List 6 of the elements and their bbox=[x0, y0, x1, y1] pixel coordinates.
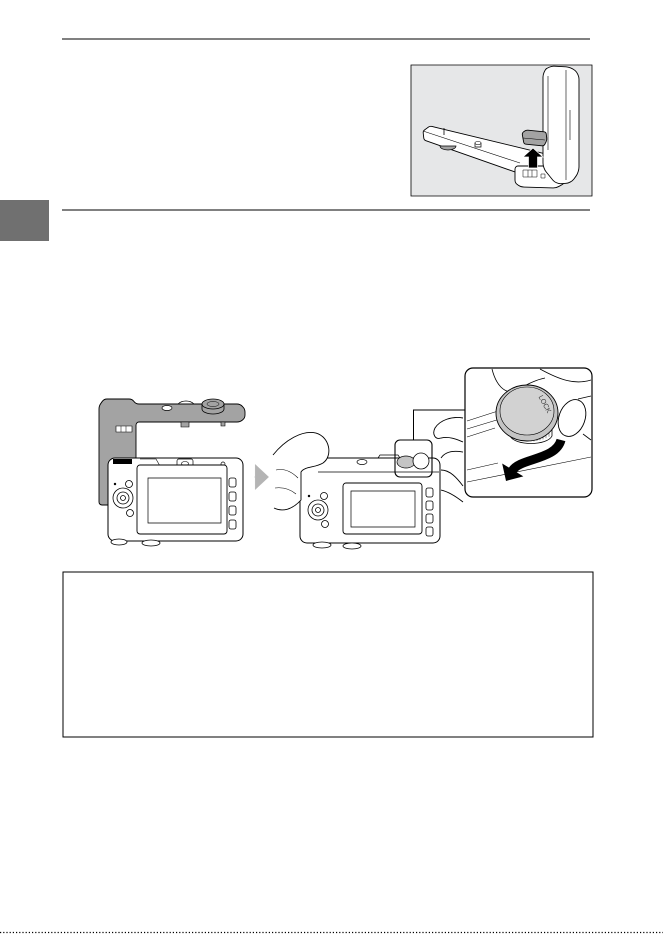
leader-line bbox=[413, 410, 466, 440]
highlight-frame bbox=[394, 439, 433, 478]
camera-hand-drawing bbox=[272, 417, 464, 550]
detail-inset bbox=[464, 367, 593, 498]
camera-grip-drawing bbox=[98, 398, 246, 546]
step-arrow bbox=[254, 464, 269, 490]
